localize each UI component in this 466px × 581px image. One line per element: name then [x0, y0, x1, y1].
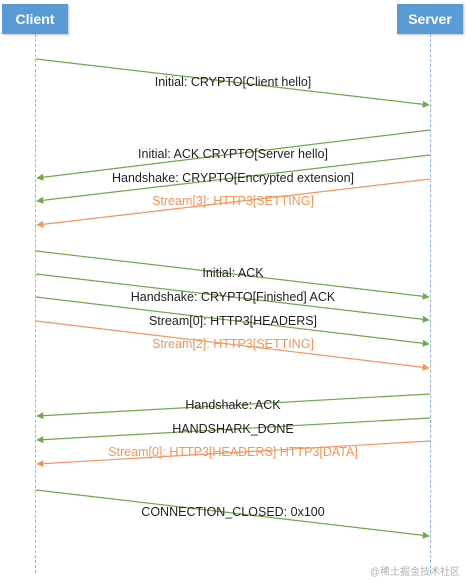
message-label-10: HANDSHARK_DONE [172, 422, 294, 436]
server-actor-box: Server [397, 4, 463, 34]
client-actor-box: Client [2, 4, 68, 34]
message-arrow-6 [35, 273, 430, 323]
message-label-3: Handshake: CRYPTO[Encrypted extension] [112, 171, 354, 185]
message-arrow-12 [35, 489, 430, 539]
message-label-8: Stream[2]: HTTP3[SETTING] [152, 337, 314, 351]
message-label-5: Initial: ACK [202, 266, 264, 280]
messages-layer: Initial: CRYPTO[Client hello] Initial: AC… [35, 58, 431, 539]
client-lifeline [35, 34, 36, 573]
message-label-4: Stream[3]: HTTP3[SETTING] [152, 194, 314, 208]
message-arrow-8 [35, 320, 430, 371]
message-arrow-3 [36, 154, 431, 204]
server-actor-label: Server [408, 11, 452, 27]
message-arrow-1 [35, 58, 430, 108]
message-label-12: CONNECTION_CLOSED: 0x100 [141, 505, 324, 519]
server-lifeline [430, 34, 431, 573]
message-label-11: Stream[0]: HTTP3[HEADERS] HTTP3[DATA] [108, 445, 358, 459]
message-label-2: Initial: ACK CRYPTO[Server hello] [138, 147, 328, 161]
message-arrow-11 [36, 440, 431, 468]
client-actor-label: Client [15, 11, 55, 27]
message-label-7: Stream[0]: HTTP3[HEADERS] [149, 314, 317, 328]
message-label-1: Initial: CRYPTO[Client hello] [155, 75, 312, 89]
message-arrow-9 [36, 393, 431, 420]
message-arrow-7 [35, 296, 430, 347]
message-label-9: Handshake: ACK [185, 398, 281, 412]
message-arrow-5 [35, 250, 430, 300]
watermark: @稀土掘金技术社区 [369, 567, 460, 578]
message-arrow-2 [36, 129, 431, 181]
message-label-6: Handshake: CRYPTO[Finished] ACK [131, 290, 336, 304]
message-arrow-10 [36, 417, 431, 444]
message-arrow-4 [36, 178, 431, 228]
